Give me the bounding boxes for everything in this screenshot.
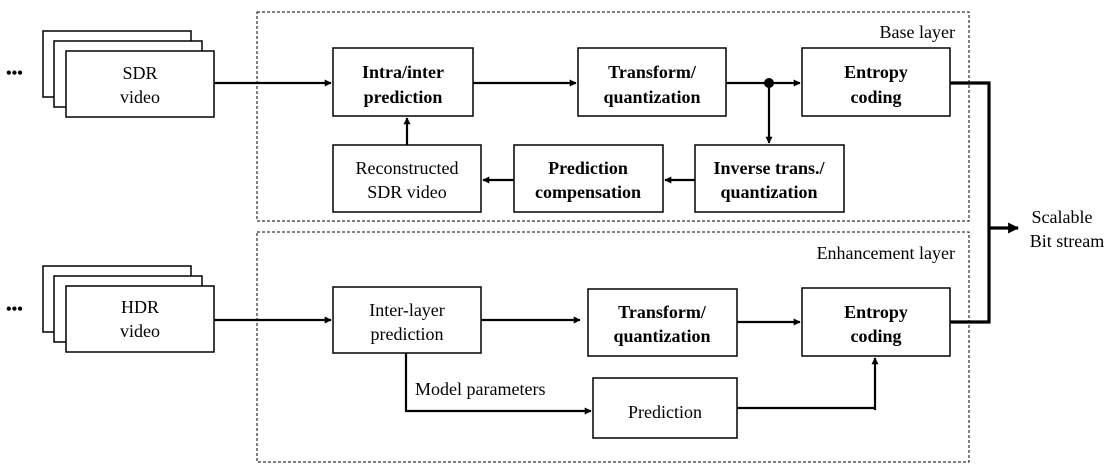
sdr-video-label-2: video [120, 87, 160, 107]
intra-inter-prediction-block: Intra/inter prediction [332, 47, 474, 117]
svg-text:Entropy: Entropy [844, 62, 908, 82]
svg-text:coding: coding [850, 326, 901, 346]
svg-text:Transform/: Transform/ [608, 62, 697, 82]
enhancement-layer-wiring: Model parameters [214, 316, 879, 415]
hdr-video-label-1: HDR [121, 297, 159, 317]
base-layer-frame [256, 11, 970, 222]
scalable-bitstream-label-1: Scalable [1032, 207, 1093, 227]
inverse-transform-quantization-block: Inverse trans./ quantization [694, 144, 845, 213]
svg-text:SDR video: SDR video [367, 182, 447, 202]
inter-layer-prediction-block: Inter-layer prediction [332, 286, 482, 354]
svg-text:quantization: quantization [603, 87, 700, 107]
svg-text:Prediction: Prediction [628, 402, 702, 422]
svg-text:prediction: prediction [364, 87, 443, 107]
svg-text:Entropy: Entropy [844, 302, 908, 322]
model-parameters-label: Model parameters [415, 379, 545, 399]
base-layer-wiring [214, 78, 801, 184]
scalable-bitstream-label-2: Bit stream [1030, 231, 1105, 251]
enh-transform-quantization-block: Transform/ quantization [587, 288, 738, 357]
enhancement-layer-title: Enhancement layer [817, 243, 955, 263]
hdr-video-stack: ••• HDR video [6, 265, 215, 353]
hdr-video-label-2: video [120, 321, 160, 341]
svg-text:Inverse trans./: Inverse trans./ [714, 158, 826, 178]
prediction-compensation-block: Prediction compensation [513, 144, 664, 213]
enhancement-layer-frame [256, 231, 970, 463]
svg-text:Transform/: Transform/ [618, 302, 707, 322]
output-wiring [950, 81, 1020, 324]
svg-text:quantization: quantization [613, 326, 710, 346]
sdr-video-stack: ••• SDR video [6, 30, 215, 118]
base-transform-quantization-block: Transform/ quantization [577, 47, 727, 117]
enh-entropy-coding-block: Entropy coding [801, 287, 951, 357]
enh-prediction-block: Prediction [592, 377, 738, 439]
sdr-video-label-1: SDR [122, 63, 157, 83]
svg-text:quantization: quantization [720, 182, 817, 202]
hdr-ellipsis: ••• [6, 301, 23, 318]
svg-text:Prediction: Prediction [548, 158, 628, 178]
svg-text:compensation: compensation [535, 182, 641, 202]
base-layer-title: Base layer [880, 22, 955, 42]
reconstructed-sdr-video-block: Reconstructed SDR video [332, 144, 482, 213]
svg-text:coding: coding [850, 87, 901, 107]
svg-text:Reconstructed: Reconstructed [356, 158, 459, 178]
sdr-ellipsis: ••• [6, 65, 23, 82]
svg-text:prediction: prediction [371, 324, 444, 344]
svg-text:Inter-layer: Inter-layer [369, 300, 445, 320]
svg-text:Intra/inter: Intra/inter [362, 62, 444, 82]
base-entropy-coding-block: Entropy coding [801, 47, 951, 117]
